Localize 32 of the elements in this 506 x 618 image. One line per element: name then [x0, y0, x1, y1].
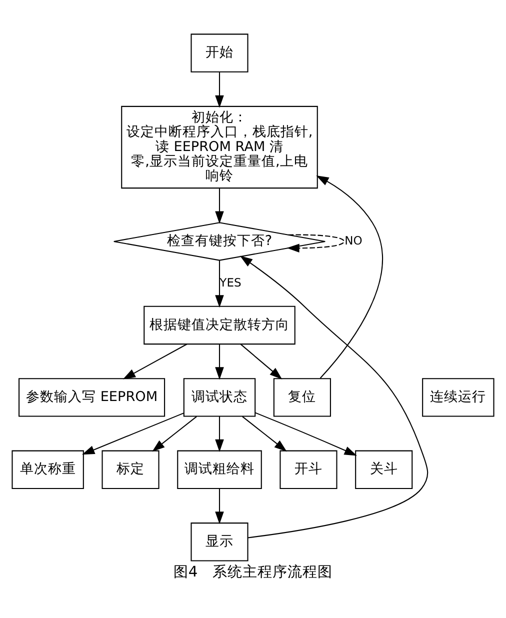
node-box: 开斗	[280, 450, 338, 489]
arrow	[215, 260, 224, 308]
arrow	[215, 188, 224, 224]
arrow	[240, 343, 282, 379]
node-box: 开始	[190, 33, 248, 72]
arrow	[215, 488, 224, 524]
node-box: 标定	[102, 450, 160, 489]
node-box: 根据键值决定散转方向	[144, 305, 296, 344]
node-box: 复位	[273, 378, 331, 416]
arrow	[316, 174, 383, 378]
node-box: 参数输入写 EEPROM	[18, 378, 166, 416]
edge-label: YES	[220, 274, 242, 289]
node-box: 显示	[190, 522, 248, 561]
caption: 图4 系统主程序流程图	[173, 563, 333, 580]
node-box: 关斗	[355, 450, 413, 489]
arrow	[255, 412, 357, 456]
arrow	[152, 416, 197, 452]
arrow	[215, 72, 224, 108]
arrow	[286, 234, 345, 252]
arrow	[82, 412, 184, 454]
node-box: 调试状态	[183, 378, 256, 416]
arrow	[240, 255, 428, 538]
arrow	[122, 343, 188, 379]
edge-label: NO	[344, 232, 362, 247]
arrow	[242, 416, 287, 452]
node-box: 连续运行	[422, 378, 494, 416]
arrow	[215, 344, 224, 380]
node-box: 单次称重	[12, 450, 84, 489]
arrow	[215, 416, 224, 452]
node-box: 初始化： 设定中断程序入口，栈底指针,读 EEPROM RAM 清零,显示当前设定重量值,上电响铃	[121, 105, 318, 188]
node-box: 调试粗给料	[177, 450, 262, 489]
node-diamond: 检查有键按下否?	[113, 222, 326, 260]
